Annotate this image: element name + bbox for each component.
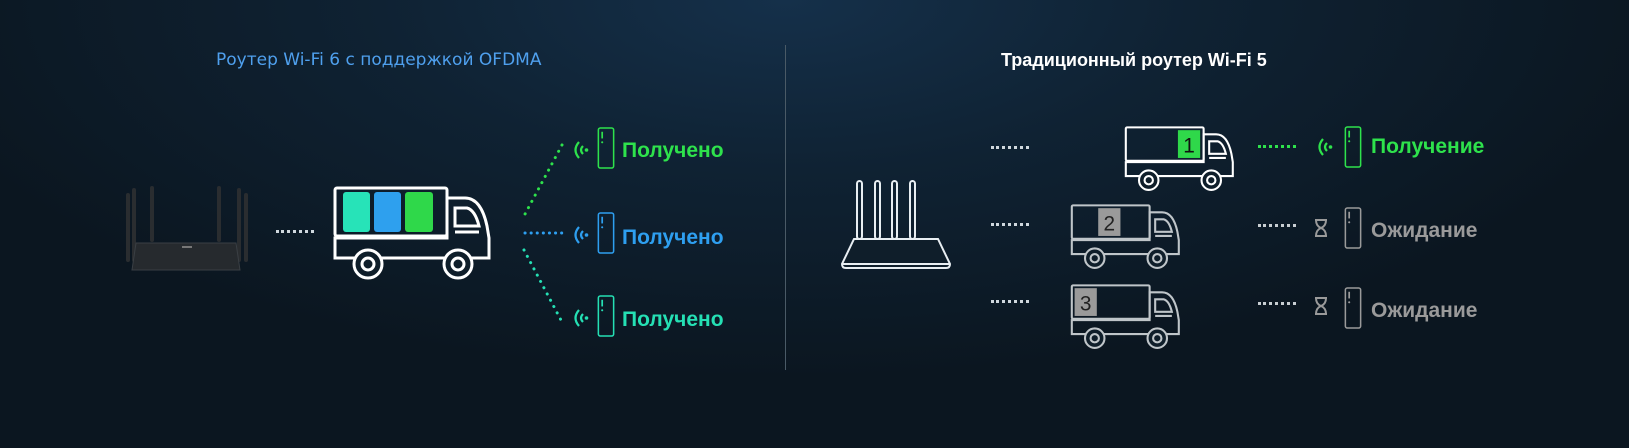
truck-icon: 3 [1070,284,1182,350]
truck-number: 3 [1080,292,1092,315]
device-status: Получено [622,226,724,249]
phone-icon [597,295,615,337]
ofdma-truck-icon [333,186,493,281]
wifi5-title: Традиционный роутер Wi-Fi 5 [1001,50,1267,70]
connection-dots [991,223,1029,226]
fan-out-dots [522,143,564,324]
phone-icon [1343,207,1363,249]
phone-icon [597,127,615,169]
device-status: Получение [1371,135,1485,158]
wifi-signal-icon [571,307,589,329]
phone-icon [1343,287,1363,329]
packet-cyan [343,192,370,232]
phone-icon [597,212,615,254]
device-status: Ожидание [1371,299,1478,322]
wifi6-router-icon [126,186,248,271]
hourglass-icon [1314,297,1328,315]
wifi-signal-icon [571,224,589,246]
device-status: Получено [622,308,724,331]
packet-blue [374,192,401,232]
phone-icon [1343,126,1363,168]
connection-dots [1258,224,1296,227]
connection-dots [1258,302,1296,305]
truck-number: 1 [1183,134,1195,157]
device-status: Ожидание [1371,219,1478,242]
connection-dots [1258,145,1296,148]
wifi-signal-icon [571,139,589,161]
wifi-signal-icon [1315,136,1333,158]
truck-icon: 2 [1070,204,1182,270]
device-status: Получено [622,139,724,162]
connection-dots [991,146,1029,149]
packet-green [405,192,433,232]
connection-dots [276,230,314,233]
truck-number: 2 [1104,212,1116,235]
truck-icon: 1 [1124,126,1236,192]
wifi6-title: Роутер Wi-Fi 6 с поддержкой OFDMA [216,50,542,70]
hourglass-icon [1314,219,1328,237]
connection-dots [991,300,1029,303]
wifi5-router-icon [840,180,952,269]
divider [785,45,786,370]
